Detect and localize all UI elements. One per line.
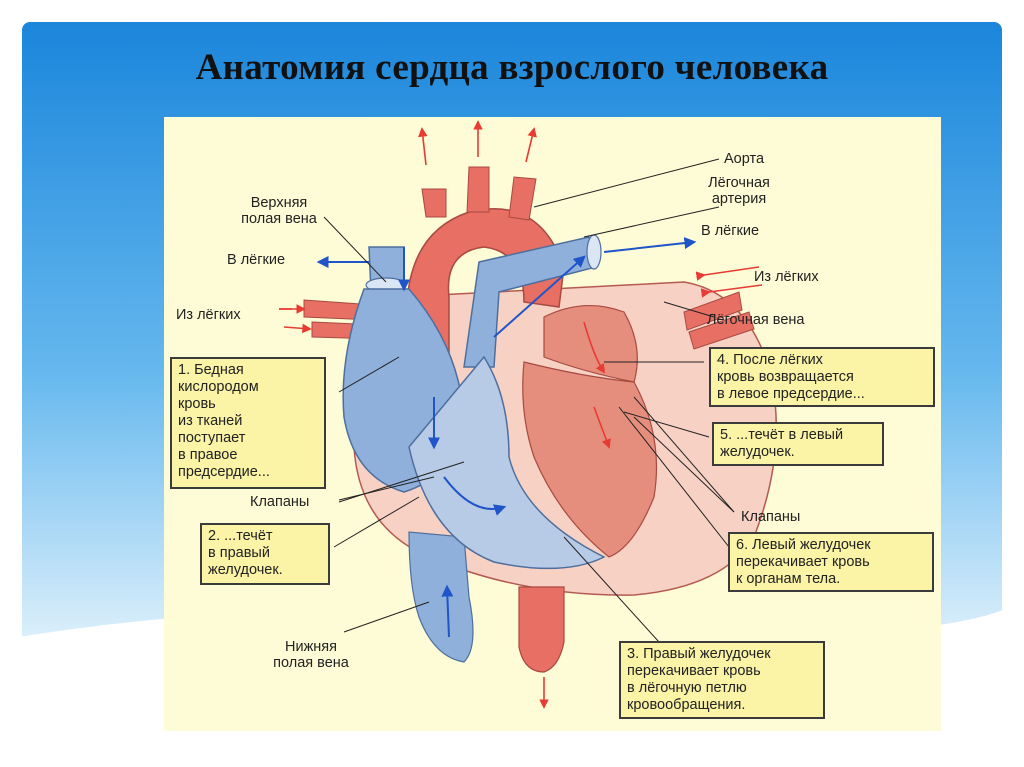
label-superior-vena-cava: Верхняя полая вена: [241, 195, 317, 227]
descending-aorta: [518, 586, 565, 673]
label-to-lungs-left: В лёгкие: [227, 252, 286, 268]
callout-step-4: 4. После лёгких кровь возвращается в лев…: [709, 347, 935, 407]
pulmonary-vein-right: [683, 291, 743, 331]
callout-step-6: 6. Левый желудочек перекачивает кровь к …: [728, 532, 934, 592]
label-valves-left: Клапаны: [250, 494, 310, 510]
label-pulmonary-vein: Лёгочная вена: [707, 312, 805, 328]
label-aorta: Аорта: [724, 151, 765, 167]
callout-step-5: 5. ...течёт в левый желудочек.: [712, 422, 884, 466]
callout-step-2: 2. ...течёт в правый желудочек.: [200, 523, 330, 585]
label-valves-right: Клапаны: [741, 509, 801, 525]
label-pulmonary-artery: Лёгочная артерия: [708, 175, 770, 207]
pulmonary-vein-right-2: [688, 311, 755, 350]
slide-title: Анатомия сердца взрослого человека: [195, 47, 829, 88]
left-ventricle: [522, 361, 658, 558]
diagram-panel: Аорта Лёгочная артерия В лёгкие Из лёгки…: [164, 117, 941, 731]
callout-step-1: 1. Бедная кислородом кровь из тканей пос…: [170, 357, 326, 489]
label-from-lungs-right: Из лёгких: [754, 269, 819, 285]
label-to-lungs-right: В лёгкие: [701, 223, 760, 239]
inferior-vena-cava: [408, 531, 474, 663]
label-from-lungs-left: Из лёгких: [176, 307, 241, 323]
pulmonary-artery: [463, 236, 597, 368]
callout-step-3: 3. Правый желудочек перекачивает кровь в…: [619, 641, 825, 719]
heart-illustration: [279, 120, 778, 709]
label-inferior-vena-cava: Нижняя полая вена: [273, 639, 349, 671]
right-ventricle: [408, 355, 606, 570]
